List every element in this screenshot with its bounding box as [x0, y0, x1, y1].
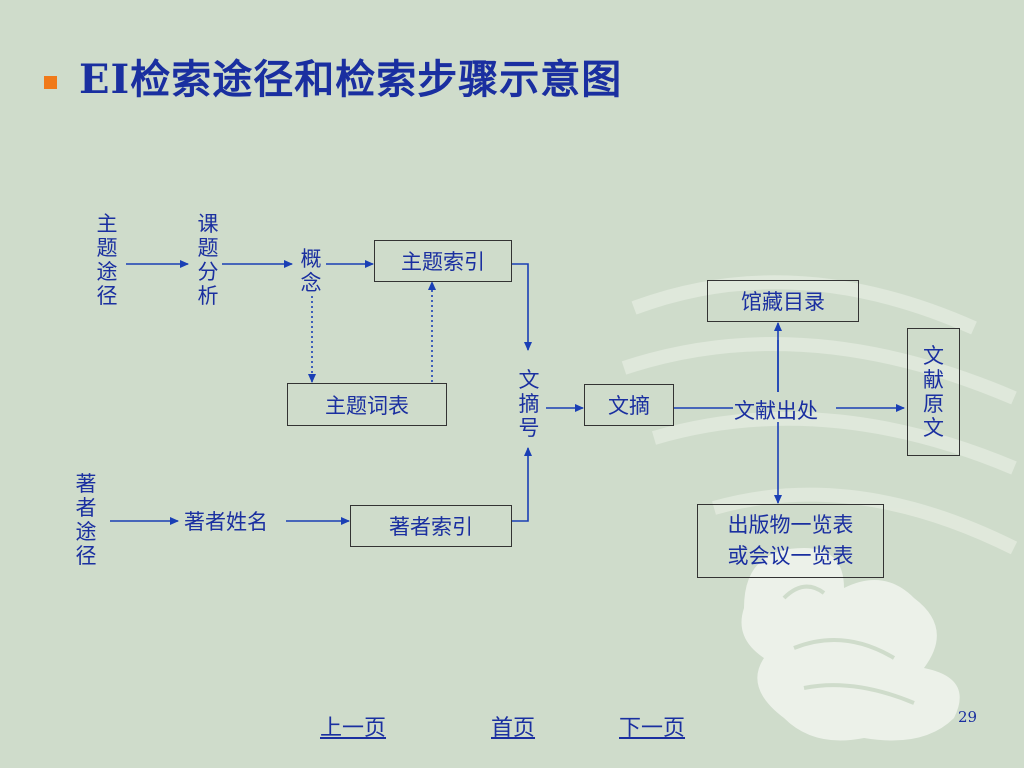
author-route-label: 著者途径 [75, 472, 97, 568]
subject-thesaurus-box: 主题词表 [287, 383, 447, 426]
original-document-box: 文献原文 [907, 328, 960, 456]
subject-index-text: 主题索引 [401, 250, 485, 274]
prev-page-link[interactable]: 上一页 [320, 716, 387, 741]
publication-list-line1: 出版物一览表 [727, 513, 854, 537]
source-location-label: 文献出处 [734, 399, 818, 423]
abstract-box: 文摘 [584, 384, 674, 426]
original-document-text: 文献原文 [923, 344, 944, 440]
abstract-text: 文摘 [608, 394, 650, 418]
bullet-icon [44, 75, 57, 89]
connector-author-index-to-number [512, 447, 532, 522]
publication-list-box: 出版物一览表 或会议一览表 [697, 504, 884, 578]
abstract-number-label: 文摘号 [518, 368, 540, 440]
topic-analysis-label: 课题分析 [197, 212, 219, 308]
concept-label: 概念 [300, 247, 322, 295]
subject-thesaurus-text: 主题词表 [325, 393, 409, 418]
holdings-catalog-text: 馆藏目录 [741, 290, 825, 314]
title-row: EI检索途径和检索步骤示意图 [44, 60, 622, 100]
slide-title: EI检索途径和检索步骤示意图 [79, 56, 623, 103]
author-index-text: 著者索引 [389, 515, 473, 539]
connector-index-to-abstract-number [512, 263, 532, 351]
page-number: 29 [958, 708, 978, 726]
publication-list-line2: 或会议一览表 [727, 544, 854, 568]
holdings-catalog-box: 馆藏目录 [707, 280, 859, 322]
author-index-box: 著者索引 [350, 505, 512, 547]
author-name-label: 著者姓名 [184, 510, 268, 534]
next-page-link[interactable]: 下一页 [619, 716, 686, 741]
subject-index-box: 主题索引 [374, 240, 512, 282]
home-link[interactable]: 首页 [491, 716, 536, 741]
subject-route-label: 主题途径 [96, 212, 118, 308]
